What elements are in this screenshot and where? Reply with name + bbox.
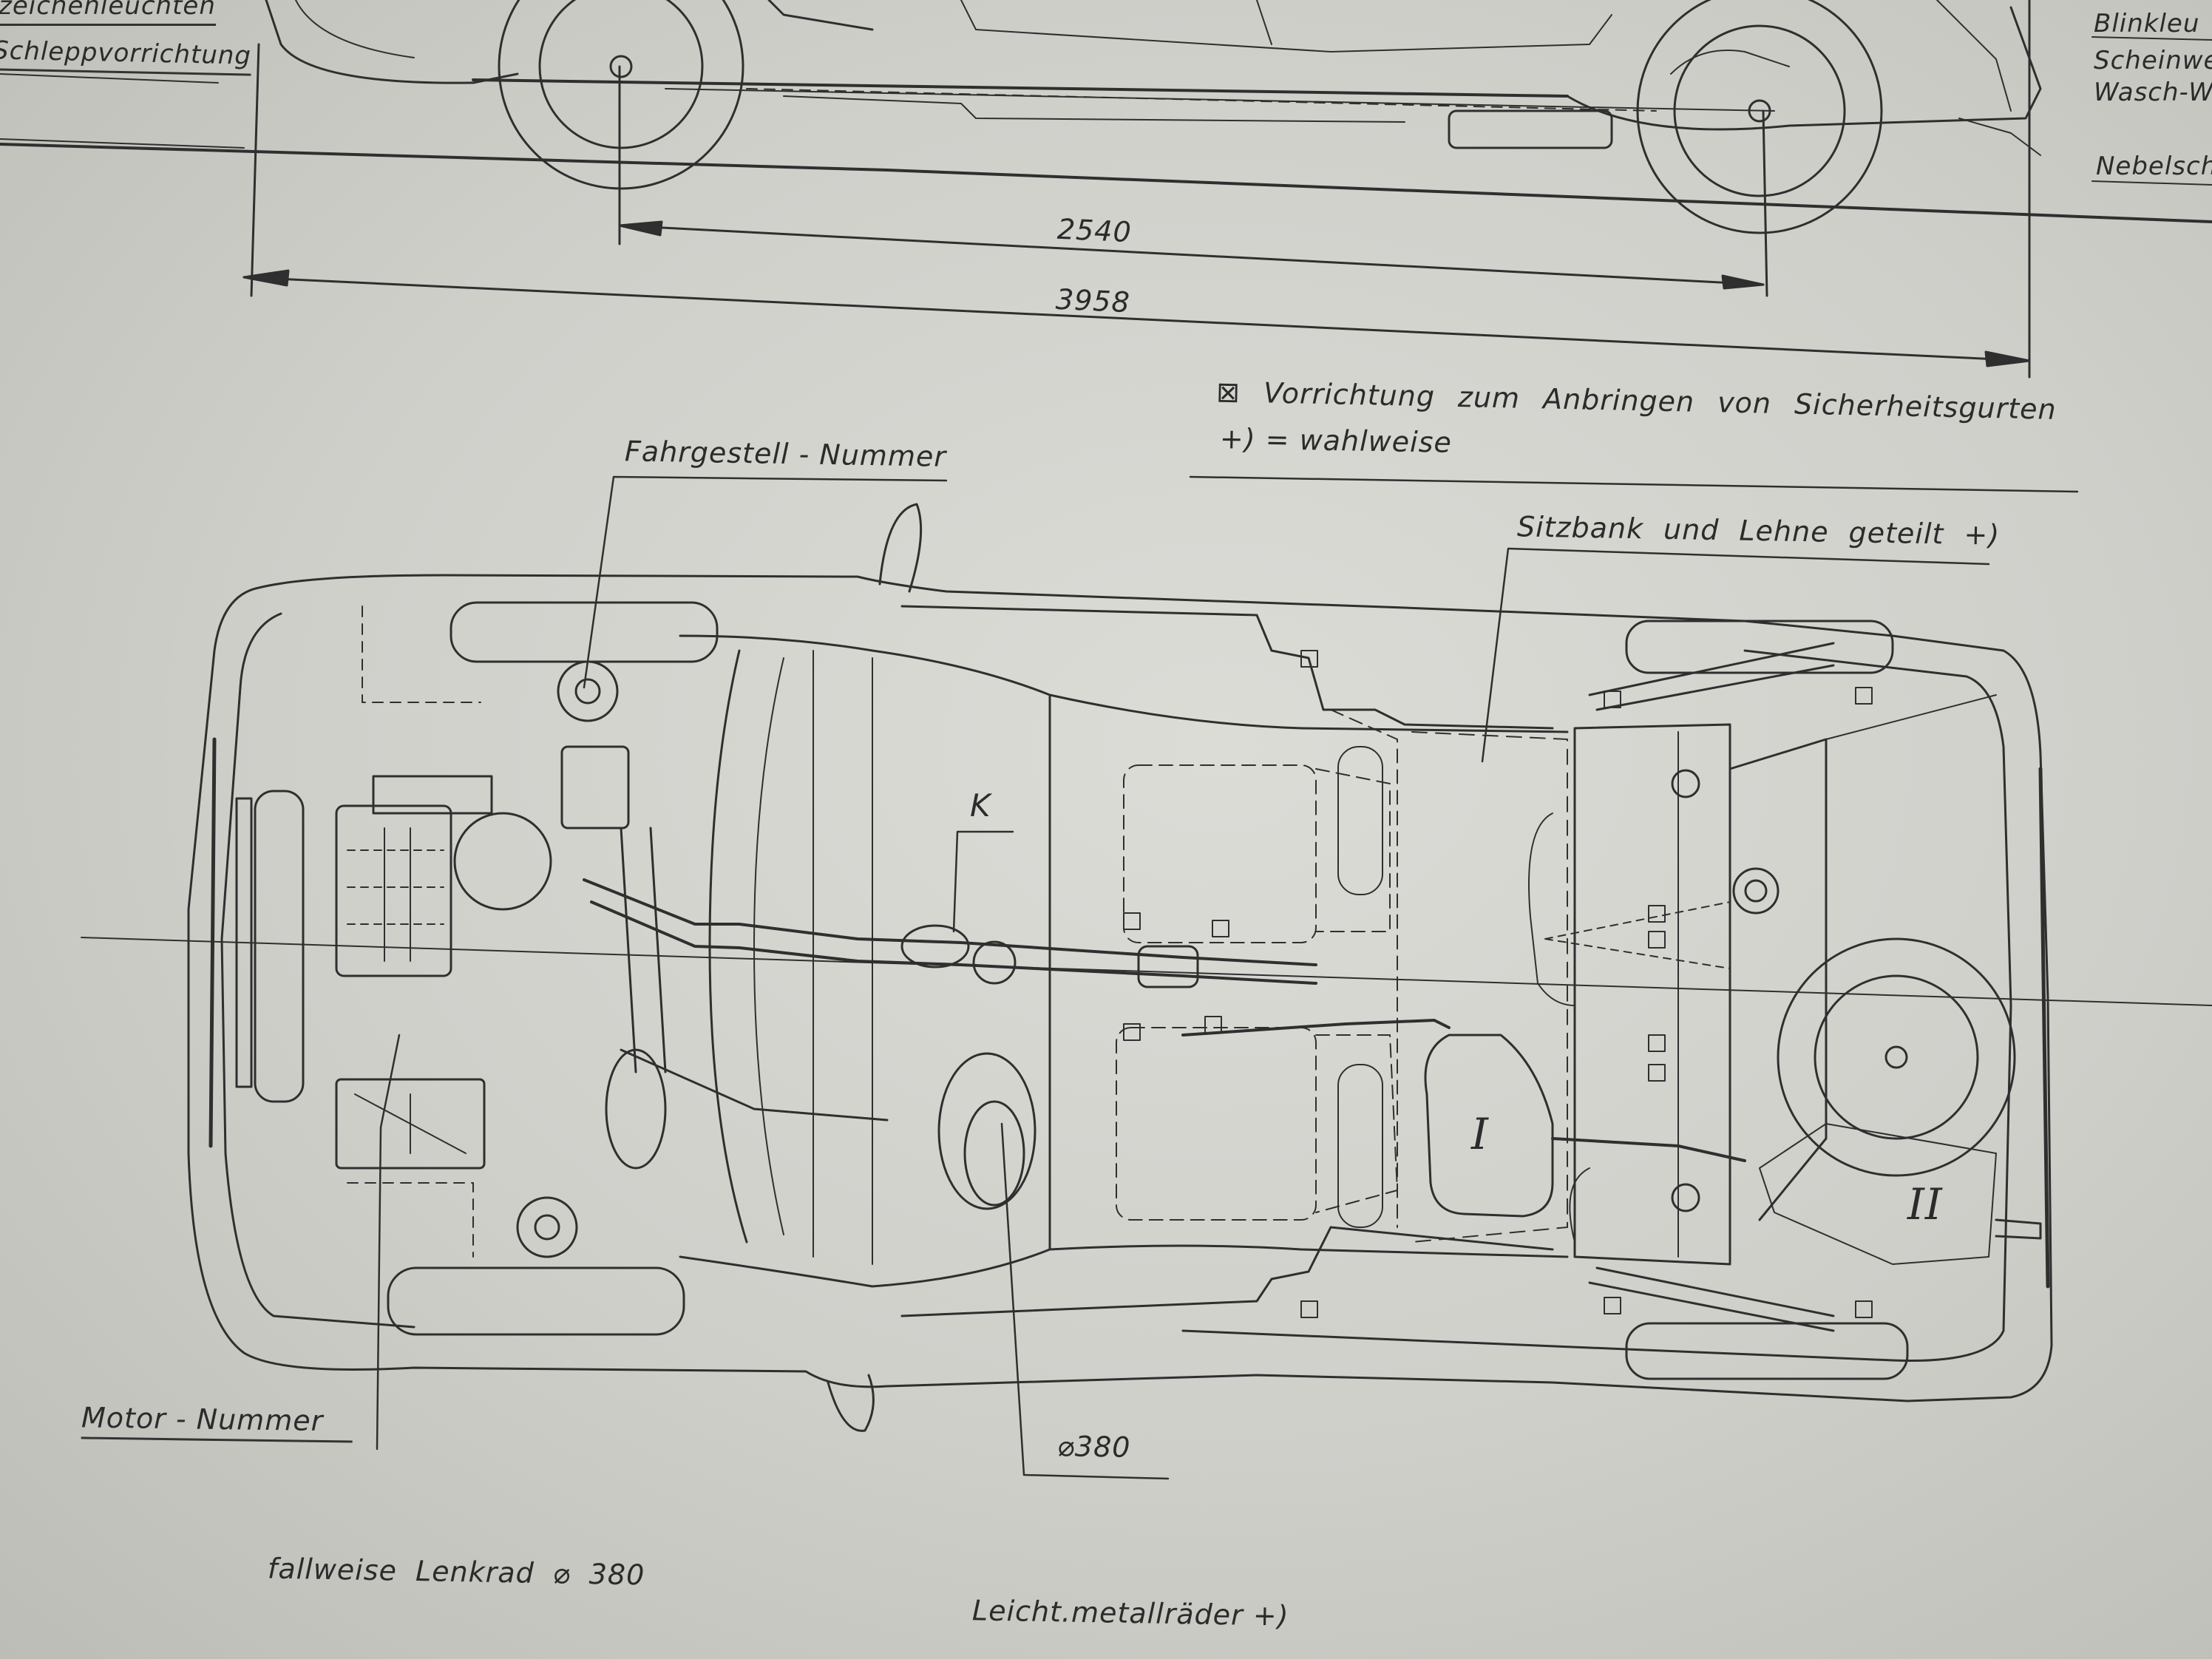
wheelbase-dimension: 2540 xyxy=(1056,212,1133,249)
overall-length-dimension: 3958 xyxy=(1055,282,1131,319)
alloy-wheels-note: Leicht.metallräder +) xyxy=(971,1594,1289,1632)
front-wheel-side xyxy=(498,0,744,190)
side-view-label-washer: Wasch-W xyxy=(2094,78,2212,107)
tank-two-label: II xyxy=(1907,1179,1943,1229)
side-view-label-towing-device: Schleppvorrichtung xyxy=(0,35,251,76)
front-hubs xyxy=(387,601,719,1336)
side-view-label-marker-lights: zeichenleuchten xyxy=(0,0,216,26)
steering-wheel-note: fallweise Lenkrad ⌀ 380 xyxy=(267,1552,645,1592)
exhaust-system xyxy=(583,878,1746,1162)
spare-wheel xyxy=(1777,937,2016,1177)
body-outline xyxy=(187,574,2053,1402)
leader-lines xyxy=(376,475,2079,1480)
steering-diameter-label: ⌀380 xyxy=(1056,1430,1131,1464)
seatbelt-anchors xyxy=(1123,650,1873,1318)
plan-view xyxy=(81,475,2212,1480)
chassis-number-label: Fahrgestell - Nummer xyxy=(624,435,947,473)
engine-block xyxy=(335,745,630,977)
fuel-tank-one xyxy=(1424,1034,1554,1218)
overall-length-dimension-line xyxy=(242,269,2031,367)
tank-one-label: I xyxy=(1471,1109,1489,1159)
seats xyxy=(1116,709,1398,1228)
side-view-label-headlamp: Scheinwe xyxy=(2094,46,2212,75)
side-view-label-indicator: Blinkleu xyxy=(2094,9,2200,38)
battery xyxy=(335,1078,486,1170)
component-k-label: K xyxy=(970,787,991,824)
optional-legend: +) = wahlweise xyxy=(1219,422,1453,459)
steering-wheel xyxy=(937,1052,1037,1210)
wheelbase-dimension-line xyxy=(618,220,1765,290)
engine-number-label: Motor - Nummer xyxy=(81,1401,353,1443)
radiator xyxy=(254,790,305,1103)
side-view-label-fog: Nebelsch xyxy=(2096,152,2212,181)
rear-axle xyxy=(1528,642,1835,1332)
side-view xyxy=(0,0,2212,379)
fuel-tank-two xyxy=(1759,1123,1997,1265)
rear-wheel-side xyxy=(1636,0,1883,234)
